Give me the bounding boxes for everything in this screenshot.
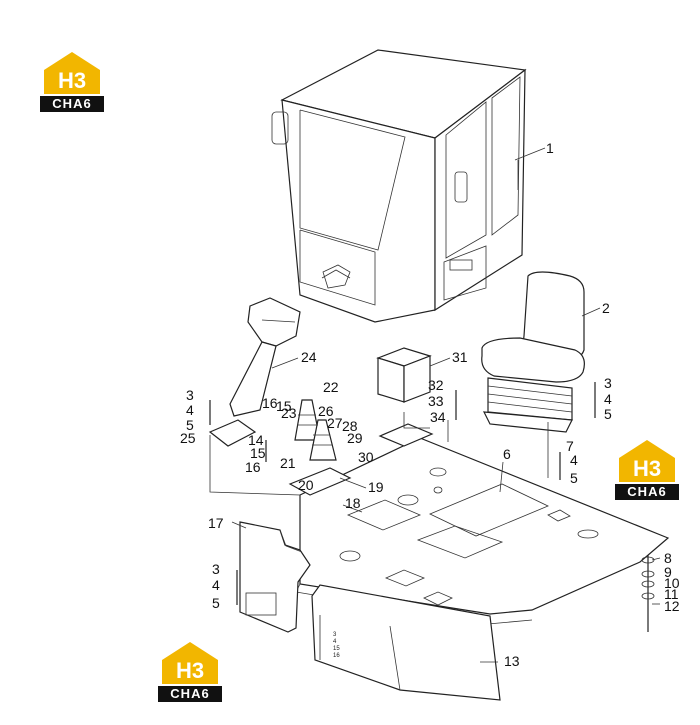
logo-word: CHA6	[158, 686, 222, 702]
callout-20: 20	[298, 477, 314, 493]
callout-16a: 16	[262, 395, 278, 411]
small-label-3: 3	[333, 632, 337, 638]
callout-7: 7	[566, 438, 574, 454]
callout-24: 24	[301, 349, 317, 365]
callouts: 1 2 24 31 22 32 33 34 3 4 5 25 16 15 23 …	[180, 140, 680, 669]
callout-23: 23	[281, 405, 297, 421]
callout-30: 30	[358, 449, 374, 465]
callout-31: 31	[452, 349, 468, 365]
logo-mark: H3	[176, 658, 204, 683]
callout-5b: 5	[604, 406, 612, 422]
callout-16b: 16	[245, 459, 261, 475]
callout-22: 22	[323, 379, 339, 395]
callout-25: 25	[180, 430, 196, 446]
callout-12: 12	[664, 598, 680, 614]
fastener-group	[209, 382, 655, 632]
callout-29: 29	[347, 430, 363, 446]
bracket-30-part	[378, 423, 434, 447]
callout-2: 2	[602, 300, 610, 316]
seat-part	[481, 271, 585, 433]
callout-8: 8	[664, 550, 672, 566]
house-logo-icon: H3	[162, 642, 218, 684]
pedal-plate-part	[288, 467, 352, 496]
callout-6: 6	[503, 446, 511, 462]
callout-4b: 4	[604, 391, 612, 407]
boot-part	[294, 399, 337, 461]
callout-3b: 3	[604, 375, 612, 391]
callout-9: 9	[664, 564, 672, 580]
box-part	[376, 347, 432, 403]
panel-small-labels: 3 4 15 16	[333, 632, 340, 659]
small-label-4: 4	[333, 639, 337, 645]
callout-33: 33	[428, 393, 444, 409]
callout-15b: 15	[250, 445, 266, 461]
callout-4d: 4	[212, 577, 220, 593]
house-logo-icon: H3	[44, 52, 100, 94]
side-console-part	[239, 521, 311, 633]
callout-21: 21	[280, 455, 296, 471]
callout-32: 32	[428, 377, 444, 393]
brand-logo-top-left: H3 CHA6	[40, 50, 104, 112]
house-logo-icon: H3	[619, 440, 675, 482]
callout-18: 18	[345, 495, 361, 511]
callout-34: 34	[430, 409, 446, 425]
lower-panel-part	[311, 584, 501, 701]
callout-5c: 5	[570, 470, 578, 486]
brand-logo-bottom-left: H3 CHA6	[158, 640, 222, 702]
logo-word: CHA6	[40, 96, 104, 112]
callout-27: 27	[327, 415, 343, 431]
cab-part	[271, 49, 527, 323]
callout-19: 19	[368, 479, 384, 495]
small-label-16: 16	[333, 653, 340, 659]
callout-3a: 3	[186, 387, 194, 403]
brand-logo-right: H3 CHA6	[615, 438, 679, 500]
callout-1: 1	[546, 140, 554, 156]
callout-28: 28	[342, 418, 358, 434]
callout-10: 10	[664, 575, 680, 591]
logo-word: CHA6	[615, 484, 679, 500]
callout-17: 17	[208, 515, 224, 531]
callout-3c: 3	[212, 561, 220, 577]
callout-14: 14	[248, 432, 264, 448]
callout-11: 11	[664, 586, 679, 602]
logo-mark: H3	[58, 68, 86, 93]
callout-15a: 15	[276, 398, 292, 414]
callout-13: 13	[504, 653, 520, 669]
logo-mark: H3	[633, 456, 661, 481]
joystick-housing-part	[229, 297, 301, 417]
callout-26: 26	[318, 403, 334, 419]
callout-5d: 5	[212, 595, 220, 611]
mount-plate-part	[208, 419, 257, 447]
leader-lines	[231, 147, 661, 663]
callout-4c: 4	[570, 452, 578, 468]
callout-4a: 4	[186, 402, 194, 418]
callout-5a: 5	[186, 417, 194, 433]
small-label-15: 15	[333, 646, 340, 652]
